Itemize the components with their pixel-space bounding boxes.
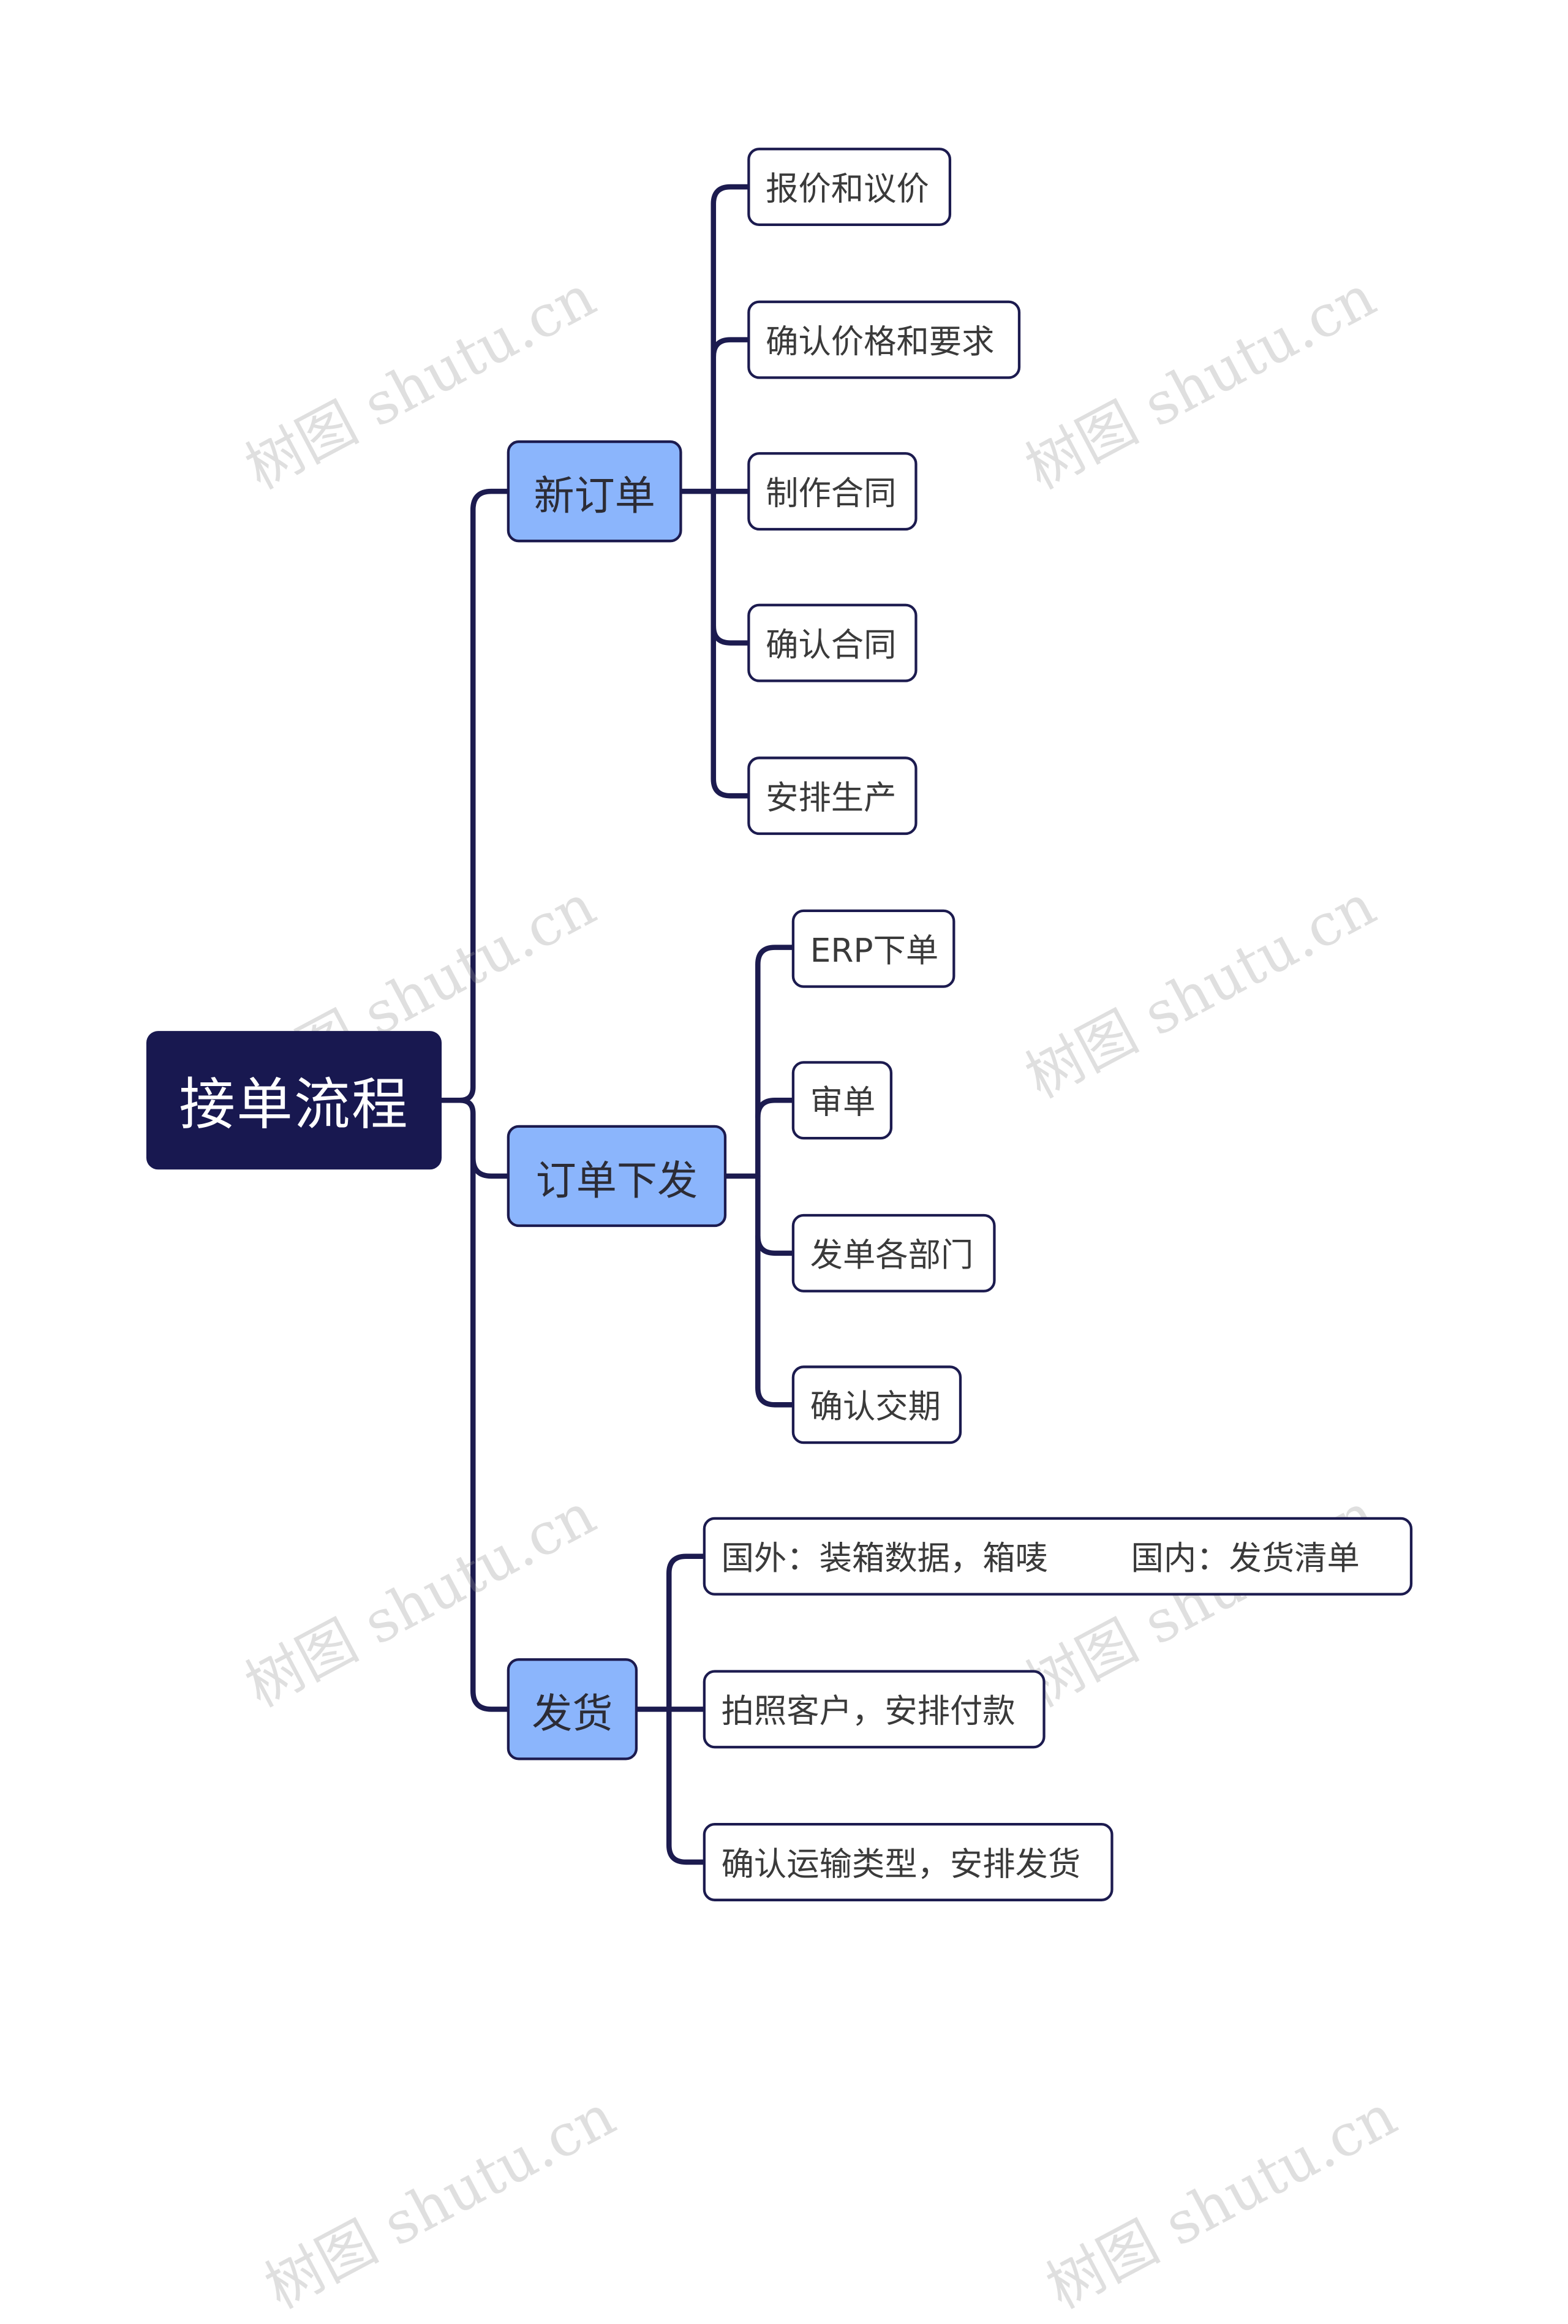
leaf-node-label: 确认运输类型，安排发货 [721,1845,1081,1884]
leaf-node-label: 制作合同 [766,474,897,513]
leaf-node-2-4[interactable]: 确认交期 [791,1365,962,1444]
connector-branch-2-leaf-2 [755,1097,795,1120]
branch-node-1[interactable]: 新订单 [507,440,682,543]
connector-branch-1-leaf-5 [710,488,750,799]
connector-root-branch-1 [439,488,510,1103]
leaf-node-1-1[interactable]: 报价和议价 [747,148,952,227]
root-node-label: 接单流程 [179,1073,409,1139]
leaf-node-2-2[interactable]: 审单 [791,1061,893,1140]
leaf-node-1-2[interactable]: 确认价格和要求 [747,300,1021,379]
connector-branch-2-leaf-1 [755,945,795,1179]
leaf-node-label: 审单 [810,1083,876,1122]
leaf-node-label: 安排生产 [766,779,897,817]
leaf-node-label: 国外：装箱数据，箱唛 国内：发货清单 [721,1539,1360,1577]
connector-root-branch-3 [470,1111,510,1712]
branch-node-2[interactable]: 订单下发 [507,1125,727,1228]
connector-branch-2-leaf-4 [755,1173,795,1408]
root-node[interactable]: 接单流程 [146,1031,442,1170]
leaf-node-label: 拍照客户，安排付款 [721,1692,1016,1730]
connector-branch-1-leaf-1 [710,184,750,494]
leaf-node-1-5[interactable]: 安排生产 [747,756,918,836]
leaf-node-3-1[interactable]: 国外：装箱数据，箱唛 国内：发货清单 [703,1517,1413,1596]
leaf-node-3-2[interactable]: 拍照客户，安排付款 [703,1670,1046,1749]
leaf-node-2-3[interactable]: 发单各部门 [791,1213,996,1292]
branch-node-3[interactable]: 发货 [507,1658,638,1760]
leaf-node-label: 确认合同 [766,625,897,664]
connector-lines [439,184,795,1865]
branch-node-label: 发货 [532,1690,613,1738]
branch-node-label: 新订单 [533,472,655,519]
leaf-node-1-4[interactable]: 确认合同 [747,603,918,682]
leaf-node-label: 确认交期 [810,1387,941,1426]
leaf-node-label: 报价和议价 [766,170,929,208]
branch-node-label: 订单下发 [535,1157,698,1204]
leaf-node-3-3[interactable]: 确认运输类型，安排发货 [703,1822,1114,1901]
mindmap-canvas: 接单流程 新订单 报价和议价 确认价格和要求 制作合同 确认合同 安排生产 订单… [146,148,1413,2322]
leaf-node-label: 确认价格和要求 [766,322,995,361]
connector-branch-2-leaf-3 [755,1233,795,1256]
leaf-node-2-1[interactable]: ERP下单 [791,909,956,988]
connector-branch-3-leaf-3 [666,1707,706,1865]
watermark: 树图 shutu.cn [1036,2082,1408,2322]
leaf-node-label: 发单各部门 [810,1236,974,1274]
leaf-node-label: ERP下单 [810,932,939,970]
watermark: 树图 shutu.cn [255,2082,626,2322]
leaf-node-1-3[interactable]: 制作合同 [747,452,918,531]
connector-branch-3-leaf-1 [666,1553,706,1712]
connector-branch-1-leaf-2 [710,337,750,360]
connector-branch-1-leaf-4 [710,623,750,646]
